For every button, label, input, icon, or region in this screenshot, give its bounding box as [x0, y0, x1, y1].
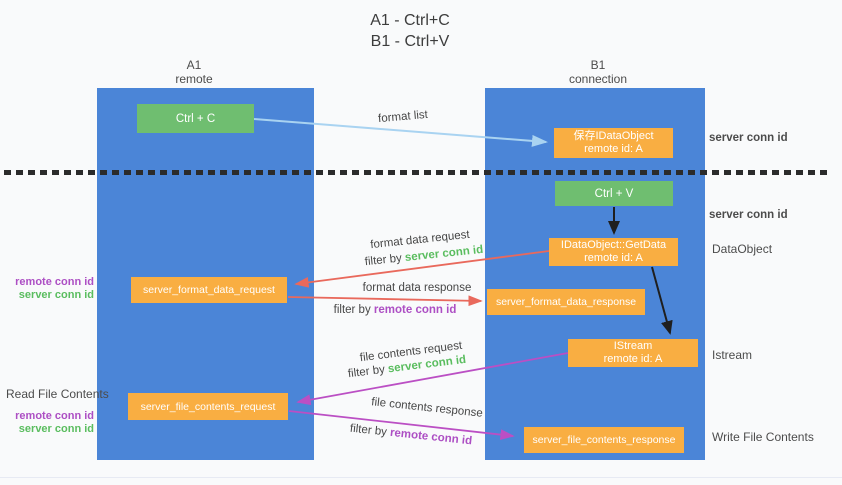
dataobject-annotation: DataObject	[712, 242, 773, 256]
istream-box: IStream remote id: A	[568, 339, 698, 367]
server-file-contents-request-label: server_file_contents_request	[140, 400, 276, 413]
file-contents-response-label: file contents response	[370, 396, 484, 420]
machine-a1-header: A1 remote	[175, 58, 212, 86]
server-format-data-request-box: server_format_data_request	[131, 277, 287, 303]
server-conn-id-annotation-top: server conn id	[709, 132, 788, 144]
machine-a1-name: A1	[186, 58, 202, 72]
filter-by-text: filter by	[349, 422, 388, 439]
ctrl-v-action-box: Ctrl + V	[555, 181, 673, 206]
filter-by-text: filter by	[347, 363, 386, 381]
server-format-data-response-label: server_format_data_response	[495, 296, 637, 308]
server-format-data-request-label: server_format_data_request	[143, 284, 275, 296]
machine-b1-role: connection	[568, 72, 628, 86]
server-conn-id-annotation-mid: server conn id	[709, 209, 788, 221]
remote-conn-id-annotation: remote conn id	[15, 410, 94, 422]
window-bottom-edge	[0, 477, 842, 478]
save-dataobject-box: 保存IDataObject remote id: A	[554, 128, 673, 158]
format-data-response-filter-label: filter by remote conn id	[334, 304, 457, 316]
machine-a1-role: remote	[175, 72, 213, 86]
filter-by-text: filter by	[364, 252, 403, 269]
read-file-contents-annotation: Read File Contents	[6, 387, 109, 401]
istream-title: IStream	[613, 340, 653, 352]
server-conn-id-key: server conn id	[404, 243, 484, 264]
server-file-contents-request-box: server_file_contents_request	[128, 393, 288, 420]
save-dataobject-title: 保存IDataObject	[573, 130, 654, 142]
title-line-2: B1 - Ctrl+V	[370, 33, 450, 50]
ctrl-v-label: Ctrl + V	[594, 187, 634, 200]
ctrl-c-action-box: Ctrl + C	[137, 104, 254, 133]
istream-annotation: Istream	[712, 348, 753, 362]
ctrl-c-label: Ctrl + C	[175, 112, 216, 125]
machine-boundary-dotted-line	[4, 170, 832, 175]
format-data-response-label: format data response	[362, 282, 472, 294]
istream-remote-id: remote id: A	[603, 353, 663, 365]
machine-b1-header: B1 connection	[569, 58, 627, 86]
server-conn-id-annotation: server conn id	[18, 289, 94, 301]
getdata-title: IDataObject::GetData	[560, 239, 667, 251]
idataobject-getdata-box: IDataObject::GetData remote id: A	[549, 238, 678, 266]
remote-conn-id-key: remote conn id	[389, 426, 473, 448]
machine-b1-name: B1	[590, 58, 606, 72]
server-file-contents-response-label: server_file_contents_response	[532, 434, 676, 446]
remote-conn-id-annotation: remote conn id	[15, 276, 94, 288]
format-list-label: format list	[377, 108, 429, 126]
server-format-data-response-box: server_format_data_response	[487, 289, 645, 315]
format-request-conn-ids: remote conn id server conn id	[0, 276, 94, 302]
file-request-conn-ids: remote conn id server conn id	[0, 410, 94, 436]
server-conn-id-annotation: server conn id	[18, 423, 94, 435]
write-file-contents-annotation: Write File Contents	[712, 430, 814, 444]
server-file-contents-response-box: server_file_contents_response	[524, 427, 684, 453]
filter-by-text: filter by	[333, 304, 371, 316]
diagram-title: A1 - Ctrl+C B1 - Ctrl+V	[0, 10, 820, 52]
save-dataobject-remote-id: remote id: A	[584, 143, 643, 155]
title-line-1: A1 - Ctrl+C	[370, 12, 450, 29]
getdata-remote-id: remote id: A	[584, 252, 643, 264]
format-data-response-arrow	[287, 295, 483, 307]
file-contents-response-filter-label: filter by remote conn id	[349, 423, 472, 448]
remote-conn-id-key: remote conn id	[373, 304, 457, 316]
